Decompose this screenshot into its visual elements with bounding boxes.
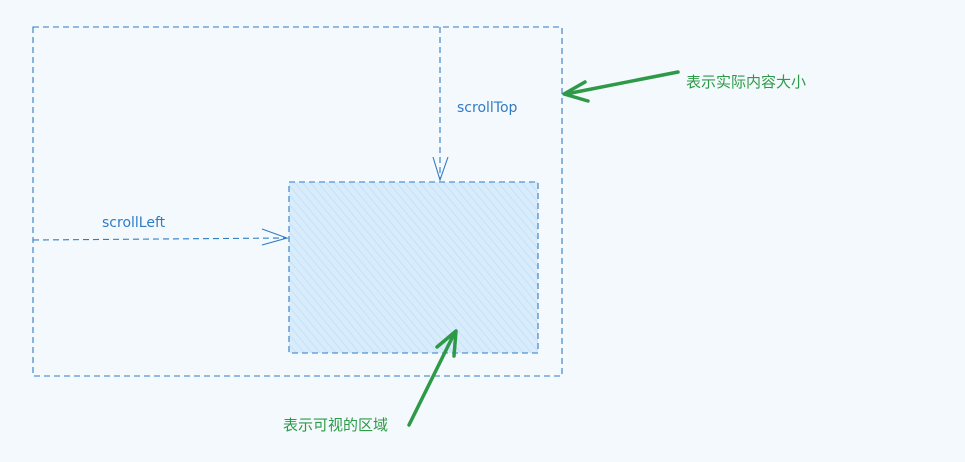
visible-area-arrow (407, 329, 458, 427)
visible-area-label: 表示可视的区域 (283, 416, 388, 434)
content-size-arrow (562, 70, 680, 103)
scroll-left-arrow (32, 228, 289, 246)
visible-area-box (288, 181, 539, 354)
content-box (32, 26, 563, 377)
content-size-label: 表示实际内容大小 (686, 73, 806, 91)
scroll-top-label: scrollTop (457, 100, 518, 116)
scroll-top-arrow (432, 27, 449, 182)
scroll-left-label: scrollLeft (102, 215, 166, 231)
